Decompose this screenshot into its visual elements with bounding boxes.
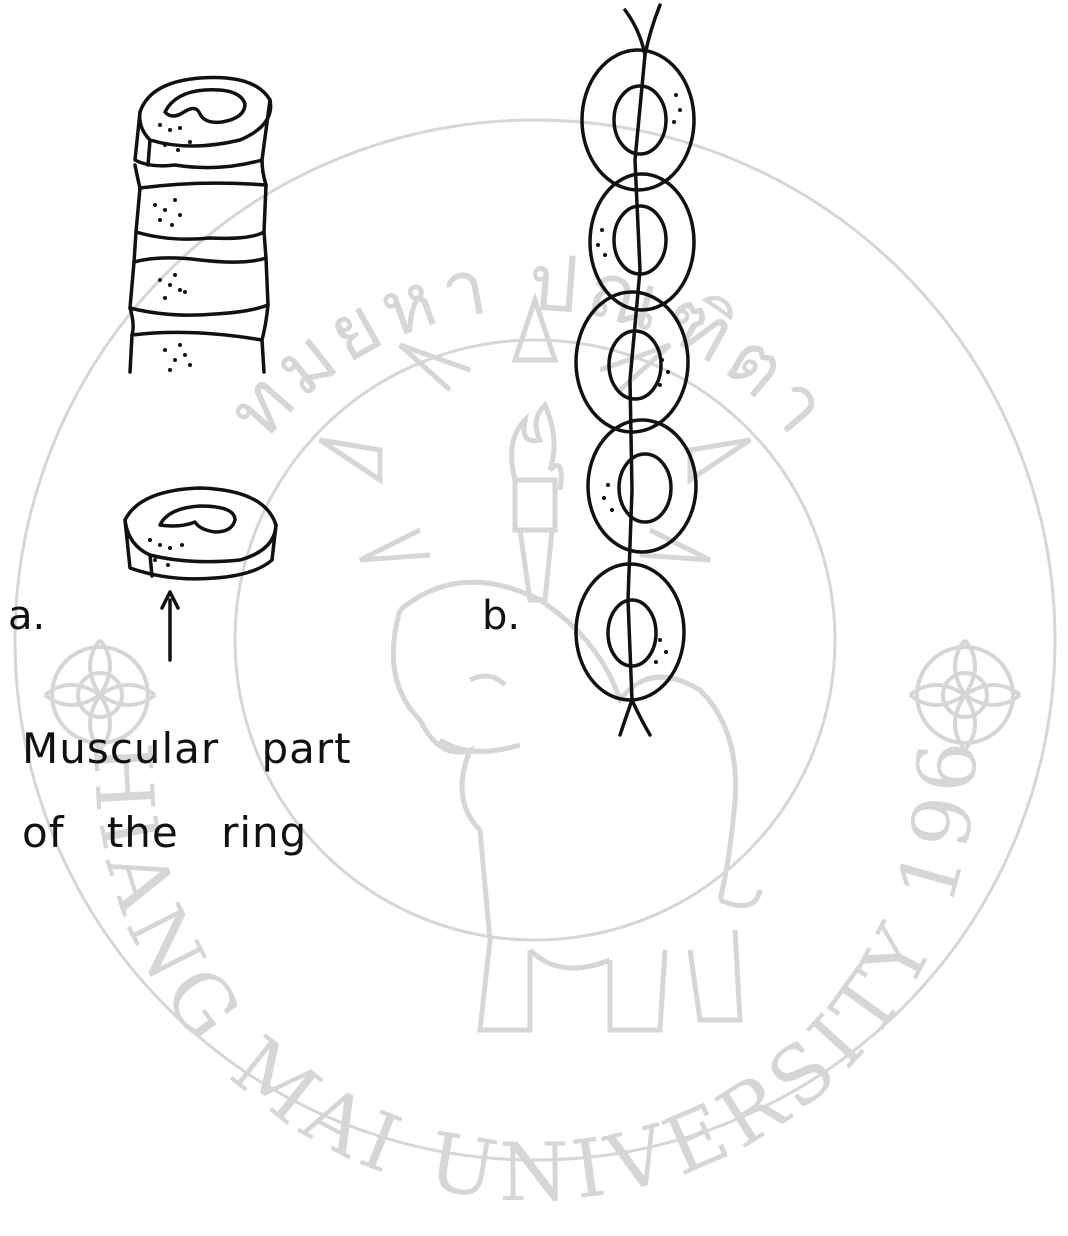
single-ring-stipple [148, 538, 184, 567]
ring-chain-drawing [576, 5, 696, 735]
single-ring-drawing [125, 488, 276, 579]
caption-line-2: of the ring [22, 812, 307, 854]
muscle-stipple [153, 123, 192, 372]
panel-b-label: b. [482, 596, 520, 636]
arrow-up-icon [162, 592, 178, 660]
ring-stack-drawing [130, 77, 271, 372]
caption-line-1: Muscular part [22, 728, 352, 770]
panel-a-label: a. [8, 596, 45, 636]
